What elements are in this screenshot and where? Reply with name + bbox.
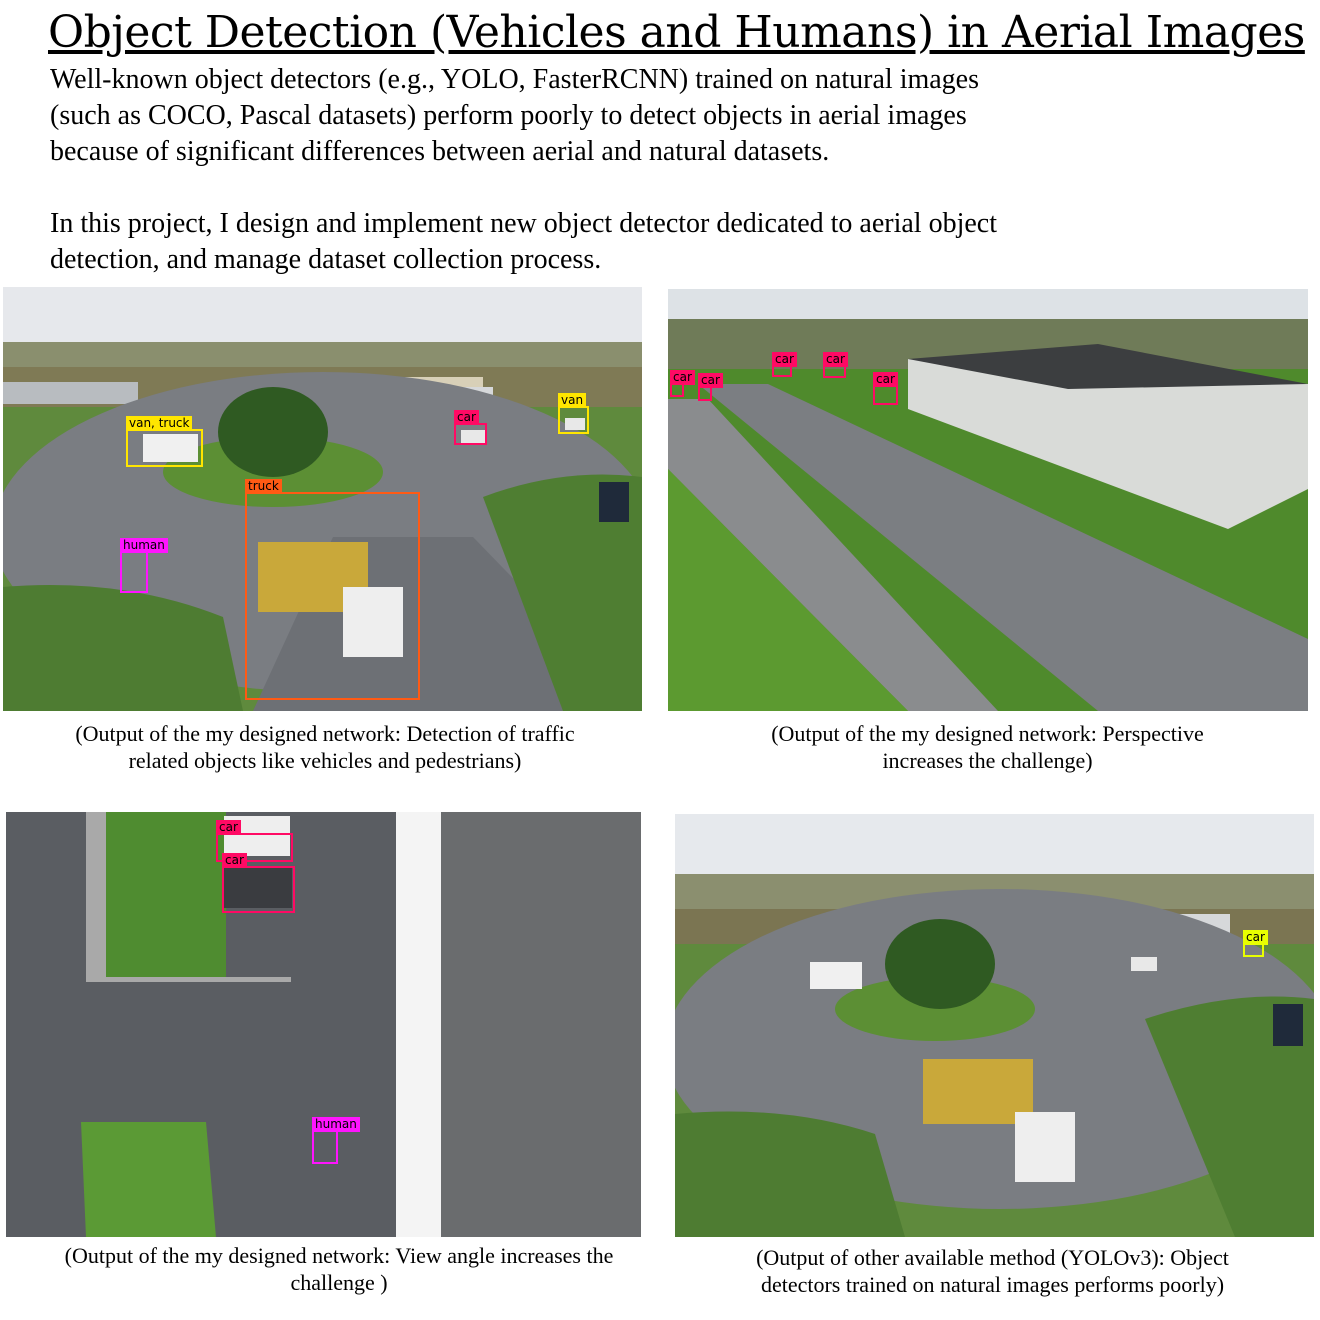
detection-box-human: human (312, 1117, 360, 1164)
caption-perspective: (Output of the my designed network: Pers… (771, 721, 1204, 773)
detection-label: human (120, 538, 168, 553)
detection-label: car (873, 372, 898, 387)
detection-box-car: car (1243, 930, 1268, 957)
detection-label: van (558, 393, 587, 408)
detection-label: car (222, 853, 247, 868)
detection-label: van, truck (126, 416, 193, 431)
detection-label: car (698, 373, 723, 388)
detection-box-car: car (670, 370, 695, 397)
detection-label: car (454, 410, 479, 425)
aerial-image-top-down: car car human (6, 812, 641, 1237)
detection-label: human (312, 1117, 360, 1132)
detection-box-car: car (873, 372, 898, 405)
detection-box-car: car (222, 853, 295, 913)
project-paragraph: In this project, I design and implement … (50, 208, 997, 275)
detection-label: car (216, 820, 241, 835)
aerial-image-perspective-road: car car car car car (668, 289, 1308, 711)
detection-box-van: van (558, 393, 589, 434)
detection-box-car: car (823, 352, 848, 378)
detection-label: truck (245, 479, 282, 494)
detection-label: car (823, 352, 848, 367)
caption-yolov3: (Output of other available method (YOLOv… (756, 1245, 1229, 1297)
detection-box-car: car (454, 410, 487, 445)
detection-box-truck: truck (245, 479, 420, 700)
caption-view-angle: (Output of the my designed network: View… (64, 1243, 614, 1295)
aerial-image-roundabout: van, truck car van truck human (3, 287, 642, 711)
detection-box-car: car (216, 820, 293, 862)
detection-label: car (1243, 930, 1268, 945)
detection-box-human: human (120, 538, 168, 593)
detection-label: car (772, 352, 797, 367)
caption-roundabout: (Output of the my designed network: Dete… (75, 721, 575, 773)
intro-paragraph: Well-known object detectors (e.g., YOLO,… (50, 64, 980, 167)
detection-box-car: car (772, 352, 797, 377)
page-title: Object Detection (Vehicles and Humans) i… (48, 7, 1305, 58)
detection-label: car (670, 370, 695, 385)
detection-box-car: car (698, 373, 723, 401)
aerial-image-yolov3-output: car (675, 814, 1314, 1237)
detection-box-van-truck: van, truck (126, 416, 203, 467)
